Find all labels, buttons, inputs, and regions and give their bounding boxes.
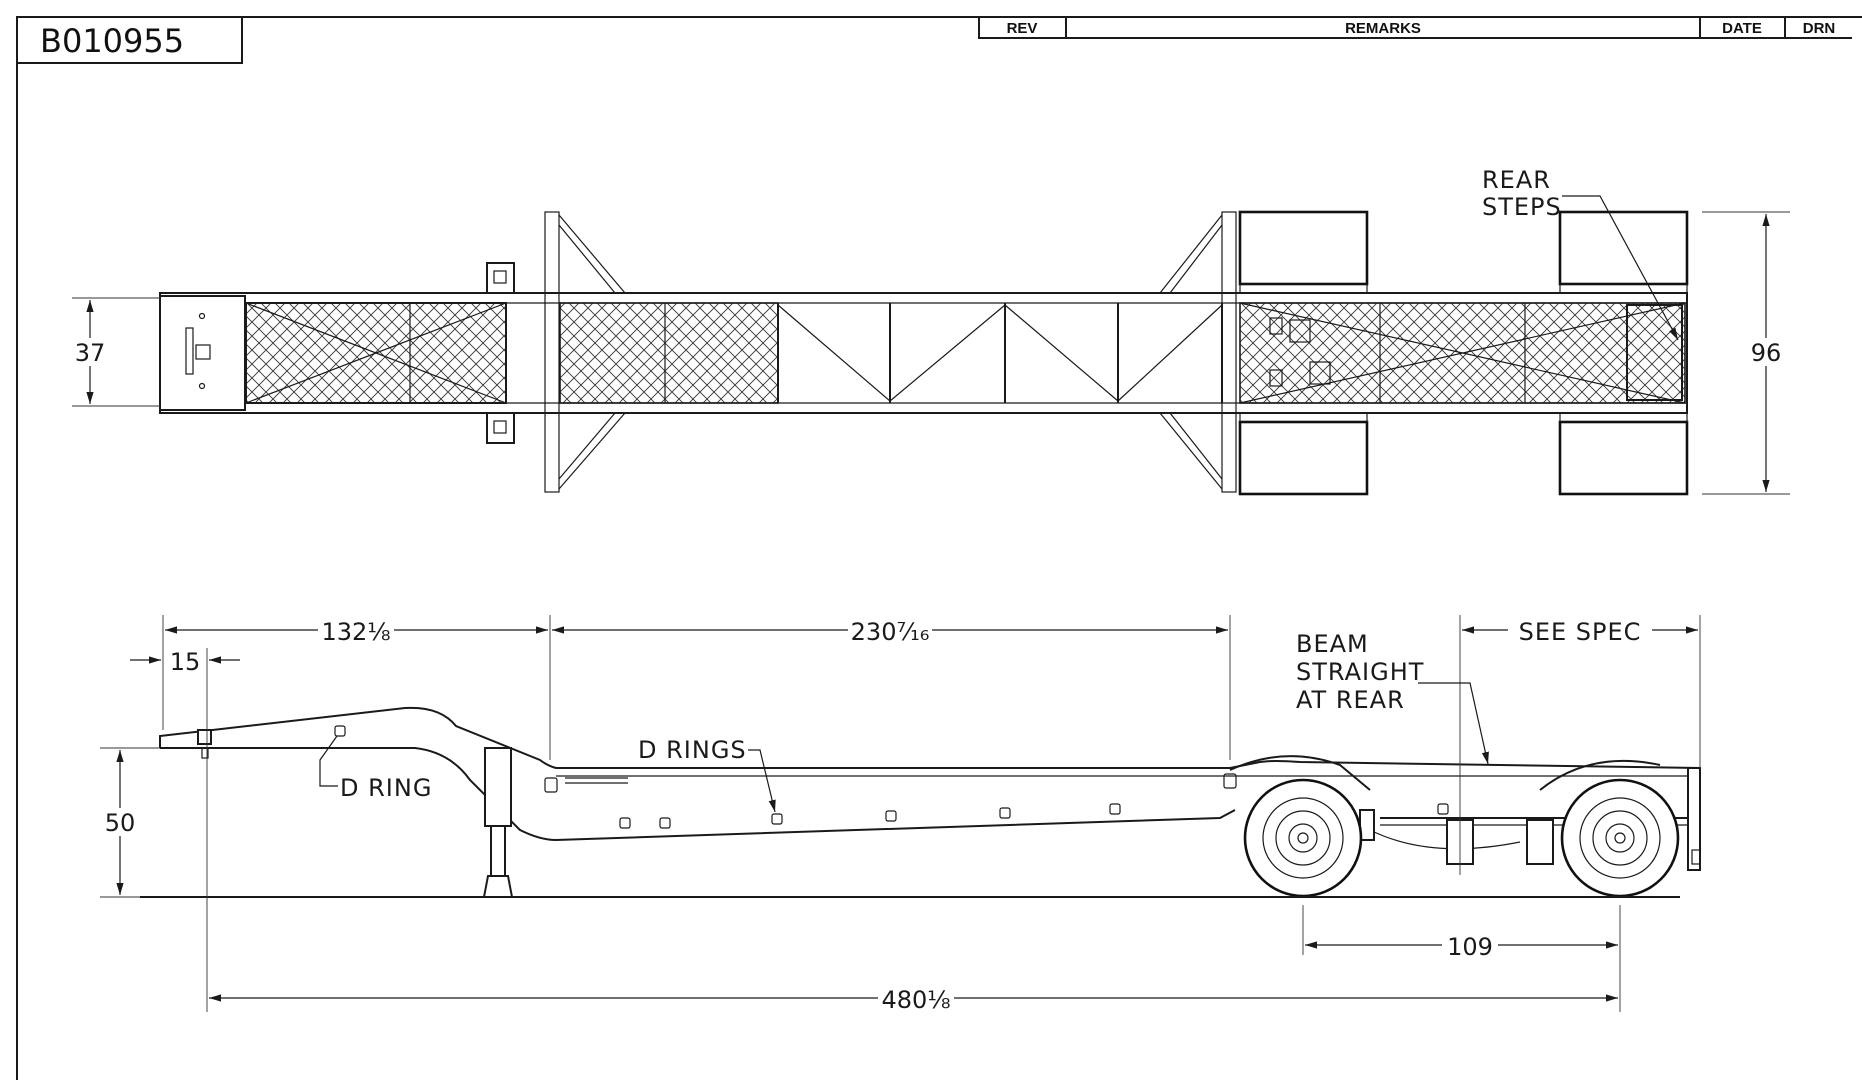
- dim-deck-length: 230⁷⁄₁₆: [851, 618, 930, 646]
- label-rear-steps-line1: REAR: [1482, 166, 1551, 194]
- label-d-rings: D RINGS: [638, 736, 747, 764]
- dim-gooseneck-length: 132⅛: [321, 618, 390, 646]
- rear-axle-wheel: [1560, 778, 1680, 898]
- drawing-number-box: B010955: [16, 16, 243, 64]
- remarks-header: REMARKS: [1345, 20, 1421, 37]
- sheet-border: [16, 16, 1862, 1080]
- revision-header: REV REMARKS DATE DRN: [978, 17, 1852, 39]
- date-header: DATE: [1722, 20, 1762, 37]
- drn-header: DRN: [1803, 20, 1836, 37]
- side-view: [140, 706, 1701, 898]
- top-dimensions: 37 96 REAR STEPS: [66, 166, 1790, 495]
- dim-deck-height: 50: [105, 809, 136, 837]
- dim-overall-width: 96: [1751, 339, 1782, 367]
- label-rear-steps-line2: STEPS: [1482, 193, 1562, 221]
- drawing-number: B010955: [40, 22, 184, 60]
- label-d-ring: D RING: [340, 774, 432, 802]
- label-beam-line3: AT REAR: [1296, 686, 1405, 714]
- dim-see-spec: SEE SPEC: [1519, 618, 1642, 646]
- label-beam-line2: STRAIGHT: [1296, 658, 1424, 686]
- dim-deck-width: 37: [75, 339, 106, 367]
- top-view: [159, 210, 1689, 496]
- dim-overall-length: 480⅛: [881, 986, 950, 1014]
- dim-axle-spread: 109: [1447, 933, 1493, 961]
- label-beam-line1: BEAM: [1296, 630, 1369, 658]
- side-dimensions: 132⅛ 230⁷⁄₁₆ SEE SPEC 15 50 109 480⅛ D R…: [98, 615, 1701, 1014]
- rev-header: REV: [1007, 20, 1038, 37]
- front-axle-wheel: [1243, 778, 1363, 898]
- dim-kingpin-setback: 15: [170, 648, 201, 676]
